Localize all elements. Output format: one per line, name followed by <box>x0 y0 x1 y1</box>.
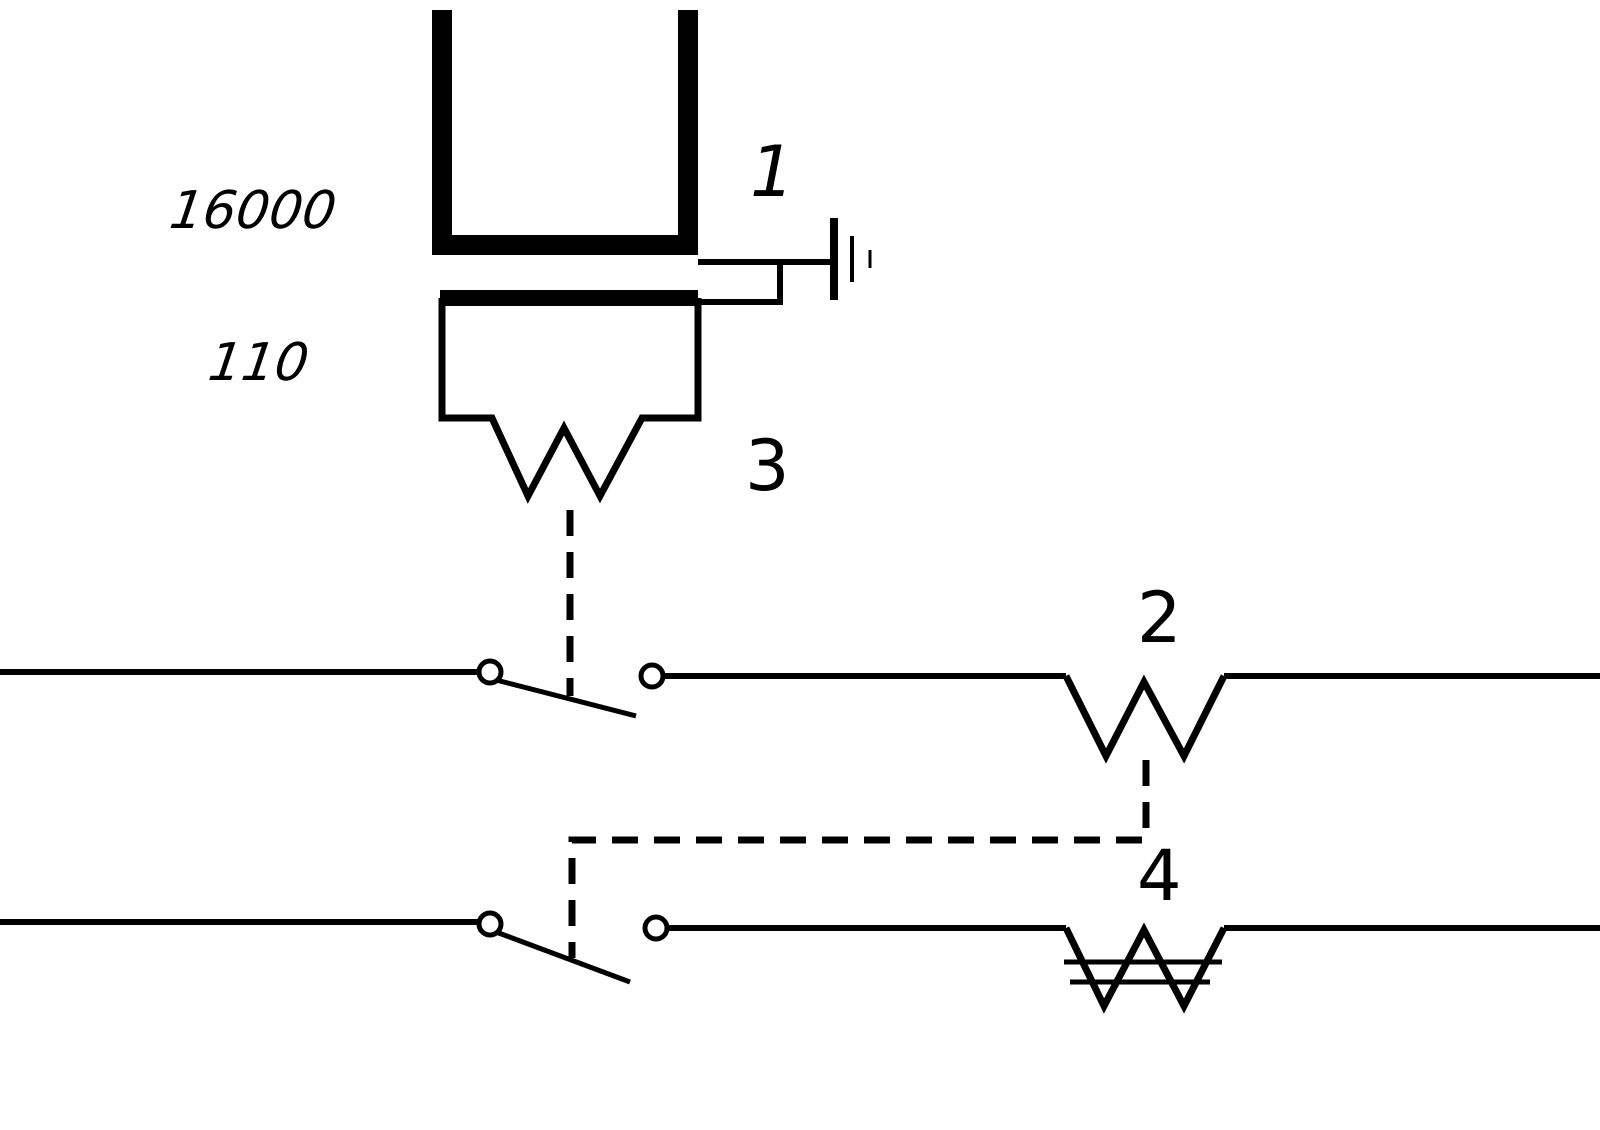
component-ref-1: 1 <box>750 131 795 213</box>
component-ref-2: 2 <box>1137 577 1182 659</box>
component-ref-4: 4 <box>1137 835 1182 917</box>
ground-icon <box>830 218 872 300</box>
transformer-secondary-winding <box>438 298 702 504</box>
secondary-voltage-label: 110 <box>205 333 313 393</box>
primary-voltage-label: 16000 <box>166 181 340 241</box>
switch-contact-left-lower <box>476 910 504 938</box>
ground-connection-line-lower <box>698 262 783 305</box>
switch-contact-left-upper <box>476 658 504 686</box>
lower-line <box>0 910 1600 1014</box>
component-ref-3: 3 <box>745 425 790 507</box>
upper-line <box>0 658 1600 764</box>
coil-2-winding <box>1062 674 1228 764</box>
coil-4-winding <box>1062 922 1228 1014</box>
transformer-primary-winding <box>432 10 698 255</box>
switch-contact-right-upper <box>638 662 666 690</box>
switch-blade-lower <box>495 929 631 985</box>
switch-contact-right-lower <box>642 914 670 942</box>
switch-blade-upper <box>495 677 637 719</box>
